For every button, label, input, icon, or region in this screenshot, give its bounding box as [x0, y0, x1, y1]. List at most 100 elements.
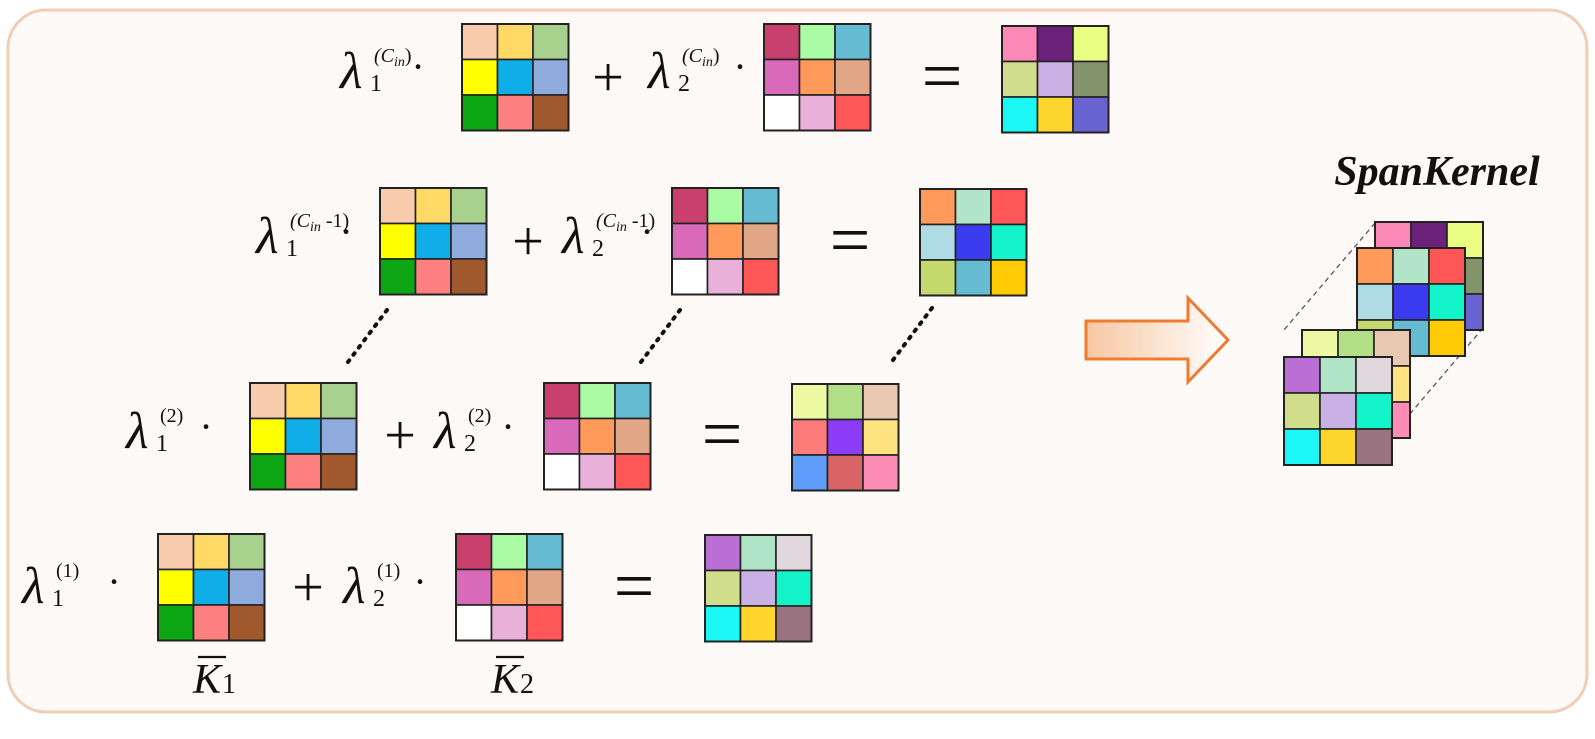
lambda-superscript: (Cin -1) — [290, 210, 349, 235]
kernel-border — [671, 187, 780, 296]
kernel-cell — [763, 94, 801, 132]
kernel-cell — [496, 94, 534, 132]
kernel-cell — [704, 569, 742, 607]
kernel-cell — [543, 382, 581, 420]
kernel-k2-grid — [543, 382, 652, 491]
k2-letter: K — [490, 657, 521, 703]
kernel-cell — [954, 259, 992, 297]
kernel-cell — [526, 568, 564, 606]
kernel-cell — [284, 382, 322, 420]
spankernel-stack — [1283, 221, 1484, 466]
lambda-subscript: 2 — [464, 431, 476, 457]
dot-operator: · — [339, 209, 352, 254]
result-kernel-grid — [704, 534, 813, 643]
kernel-cell — [775, 569, 813, 607]
kernel-border — [455, 533, 564, 642]
plus-operator: + — [512, 211, 544, 273]
lambda-superscript: (1) — [377, 560, 400, 582]
result-kernel-grid — [1001, 25, 1110, 134]
kernel-cell — [192, 533, 230, 571]
kernel-cell — [1356, 247, 1394, 285]
kernel-cell — [455, 533, 493, 571]
kernel-cell — [532, 58, 570, 96]
kernel-cell — [490, 568, 528, 606]
kernel-cell — [763, 58, 801, 96]
kernel-cell — [1001, 60, 1039, 98]
kernel-cell — [791, 383, 829, 421]
kernel-cell — [1428, 283, 1466, 321]
kernel-k1-grid — [249, 382, 358, 491]
kernel-cell — [414, 222, 452, 260]
kernel-cell — [739, 569, 777, 607]
kernel-cell — [742, 258, 780, 296]
kernel-cell — [1001, 96, 1039, 134]
kernel-cell — [990, 223, 1028, 261]
kernel-cell — [320, 382, 358, 420]
kernel-cell — [1036, 60, 1074, 98]
kernel-cell — [862, 383, 900, 421]
kernel-cell — [379, 222, 417, 260]
kernel-cell — [739, 534, 777, 572]
kernel-cell — [496, 23, 534, 61]
stack-layer-front — [1283, 356, 1393, 466]
kernel-cell — [532, 94, 570, 132]
kernel-cell — [379, 187, 417, 225]
kernel-cell — [284, 453, 322, 491]
kernel-cell — [461, 94, 499, 132]
kernel-cell — [798, 94, 836, 132]
kernel-cell — [1355, 392, 1393, 430]
lambda-superscript: (2) — [160, 405, 183, 427]
kernel-cell — [228, 568, 266, 606]
kernel-cell — [1001, 25, 1039, 63]
kernel-cell — [455, 568, 493, 606]
kernel-cell — [496, 58, 534, 96]
kernel-cell — [671, 187, 709, 225]
lambda-superscript: (Cin -1) — [596, 210, 655, 235]
kernel-cell — [775, 605, 813, 643]
plus-operator: + — [384, 405, 416, 467]
kernel-cell — [614, 382, 652, 420]
kernel-cell — [543, 417, 581, 455]
kernel-cell — [706, 222, 744, 260]
kernel-cell — [157, 533, 195, 571]
lambda-symbol: λ — [341, 558, 366, 615]
kernel-cell — [1319, 392, 1357, 430]
kernel-cell — [1319, 428, 1357, 466]
kernel-cell — [414, 187, 452, 225]
kernel-cell — [414, 258, 452, 296]
spankernel-title: SpanKernel — [1334, 149, 1540, 195]
kernel-cell — [249, 417, 287, 455]
kernel-cell — [1355, 356, 1393, 394]
kernel-cell — [671, 258, 709, 296]
kernel-cell — [1392, 247, 1430, 285]
result-kernel-grid — [791, 383, 900, 492]
kernel-cell — [990, 259, 1028, 297]
kernel-cell — [461, 58, 499, 96]
kernel-cell — [614, 453, 652, 491]
kernel-cell — [791, 418, 829, 456]
kernel-cell — [834, 23, 872, 61]
kernel-border — [791, 383, 900, 492]
kernel-cell — [532, 23, 570, 61]
background-panel — [6, 8, 1589, 714]
kernel-k1-grid — [157, 533, 266, 642]
equals-operator: = — [922, 36, 963, 116]
kernel-border — [919, 188, 1028, 297]
ellipsis-dots — [346, 308, 389, 364]
kernel-border — [157, 533, 266, 642]
kernel-cell — [862, 418, 900, 456]
lambda-symbol: λ — [560, 208, 585, 265]
kernel-cell — [1355, 428, 1393, 466]
k2-subscript: 2 — [520, 669, 534, 700]
kernel-border — [1001, 25, 1110, 134]
kernel-cell — [614, 417, 652, 455]
kernel-cell — [1036, 96, 1074, 134]
kernel-cell — [919, 259, 957, 297]
